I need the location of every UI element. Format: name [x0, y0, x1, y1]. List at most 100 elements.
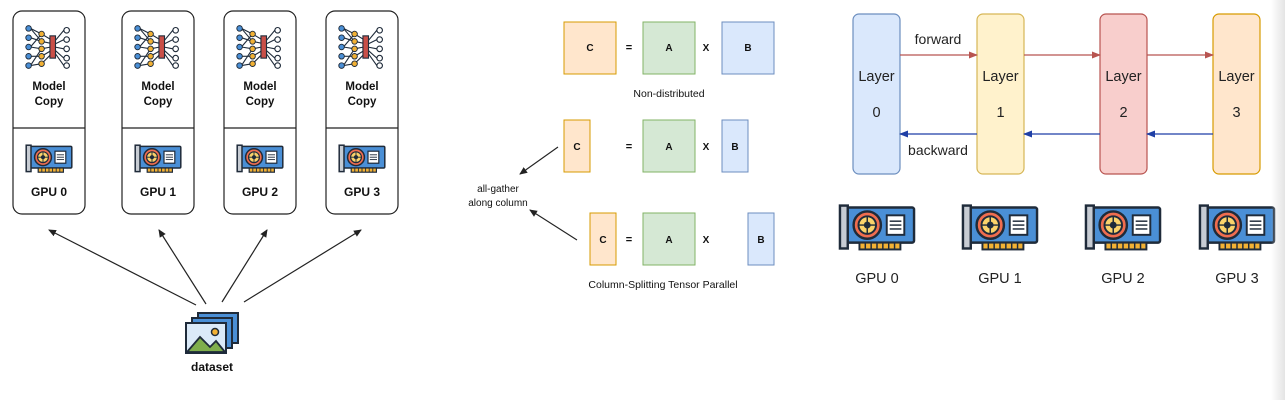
matrix-b-half — [721, 119, 749, 173]
gpu-label: GPU 0 — [31, 185, 67, 199]
times-sign: X — [703, 43, 710, 54]
layer-box — [1099, 13, 1148, 175]
layer-box — [1212, 13, 1261, 175]
arrow-to-gpu-3 — [243, 229, 362, 303]
tensor-parallel-caption: Column-Splitting Tensor Parallel — [588, 279, 737, 291]
matrix-a — [642, 21, 696, 75]
layer-number: 3 — [1232, 105, 1240, 121]
tensor-parallel-panel: C = A X B Non-distributed C = A X B C = … — [468, 21, 775, 291]
layer-2: Layer 2 — [1099, 13, 1148, 175]
layer-number: 0 — [872, 105, 880, 121]
gpu-icon — [25, 144, 73, 173]
dataset-arrows — [48, 229, 362, 306]
layer-3: Layer 3 — [1212, 13, 1261, 175]
matrix-c — [563, 21, 617, 75]
arrow-to-gpu-1 — [158, 229, 207, 305]
equals-sign: = — [626, 234, 632, 246]
gpu-icon — [1084, 204, 1162, 251]
model-copy-label-line2: Copy — [246, 96, 275, 108]
layer-box — [852, 13, 901, 175]
layer-1: Layer 1 — [976, 13, 1025, 175]
arrow-to-gpu-0 — [48, 229, 197, 306]
matrix-c-label: C — [573, 142, 580, 153]
dataset-label: dataset — [191, 360, 233, 374]
matrix-a-label: A — [665, 235, 672, 246]
gpu-icon — [838, 204, 916, 251]
pipeline-gpu-1: GPU 1 — [961, 204, 1039, 287]
matrix-b — [721, 21, 775, 75]
dataset-icon — [185, 312, 239, 354]
all-gather-label-line2: along column — [468, 198, 527, 209]
gpu-icon — [338, 144, 386, 173]
times-sign: X — [703, 235, 710, 246]
layer-number: 2 — [1119, 105, 1127, 121]
arrow-from-row-2 — [529, 209, 578, 241]
matrix-b-label: B — [731, 142, 738, 153]
matrix-a-label: A — [665, 142, 672, 153]
model-copy-label-line2: Copy — [348, 96, 377, 108]
matrix-c-label: C — [599, 235, 606, 246]
arrow-from-row-1 — [519, 146, 559, 175]
all-gather-label-line1: all-gather — [477, 184, 519, 195]
matrix-c-half — [563, 119, 591, 173]
model-copy-label-line1: Model — [32, 81, 65, 93]
model-copy-label-line1: Model — [345, 81, 378, 93]
matrix-b-label: B — [744, 43, 751, 54]
matrix-a-label: A — [665, 43, 672, 54]
model-copy-label-line1: Model — [243, 81, 276, 93]
edge-shade — [1271, 0, 1285, 400]
all-gather-arrows — [519, 146, 578, 241]
non-distributed-equation: C = A X B Non-distributed — [563, 21, 775, 100]
gpu-label: GPU 3 — [344, 185, 380, 199]
split-equation-1: C = A X B — [563, 119, 749, 173]
equals-sign: = — [626, 141, 632, 153]
gpu-icon — [961, 204, 1039, 251]
layer-box — [976, 13, 1025, 175]
pipeline-gpu-2: GPU 2 — [1084, 204, 1162, 287]
gpu-label: GPU 1 — [978, 271, 1022, 287]
matrix-a — [642, 119, 696, 173]
times-sign: X — [703, 142, 710, 153]
model-copy-label-line2: Copy — [35, 96, 64, 108]
pipeline-parallel-panel: Layer 0 Layer 1 Layer 2 Layer 3 forward backwar… — [838, 13, 1276, 287]
layer-label: Layer — [1105, 69, 1141, 85]
gpu-card-border — [325, 10, 399, 215]
model-copy-label-line2: Copy — [144, 96, 173, 108]
arrow-to-gpu-2 — [221, 229, 268, 303]
forward-label: forward — [915, 31, 962, 47]
gpu-card-border — [223, 10, 297, 215]
layer-label: Layer — [982, 69, 1018, 85]
pipeline-gpu-3: GPU 3 — [1198, 204, 1276, 287]
gpu-icon — [1198, 204, 1276, 251]
gpu-label: GPU 3 — [1215, 271, 1259, 287]
gpu-card-border — [121, 10, 195, 215]
backward-label: backward — [908, 142, 968, 158]
matrix-a — [642, 212, 696, 266]
non-distributed-caption: Non-distributed — [633, 88, 704, 100]
gpu-label: GPU 1 — [140, 185, 176, 199]
model-copy-label-line1: Model — [141, 81, 174, 93]
gpu-icon — [134, 144, 182, 173]
matrix-c-half — [589, 212, 617, 266]
pipeline-gpu-0: GPU 0 — [838, 204, 916, 287]
equals-sign: = — [626, 42, 632, 54]
gpu-card-border — [12, 10, 86, 215]
matrix-b-half — [747, 212, 775, 266]
gpu-icon — [236, 144, 284, 173]
gpu-label: GPU 0 — [855, 271, 899, 287]
layer-label: Layer — [858, 69, 894, 85]
layer-0: Layer 0 — [852, 13, 901, 175]
layer-label: Layer — [1218, 69, 1254, 85]
split-equation-2: C = A X B — [589, 212, 775, 266]
gpu-label: GPU 2 — [242, 185, 278, 199]
layer-number: 1 — [996, 105, 1004, 121]
matrix-c-label: C — [586, 43, 593, 54]
matrix-b-label: B — [757, 235, 764, 246]
gpu-label: GPU 2 — [1101, 271, 1145, 287]
